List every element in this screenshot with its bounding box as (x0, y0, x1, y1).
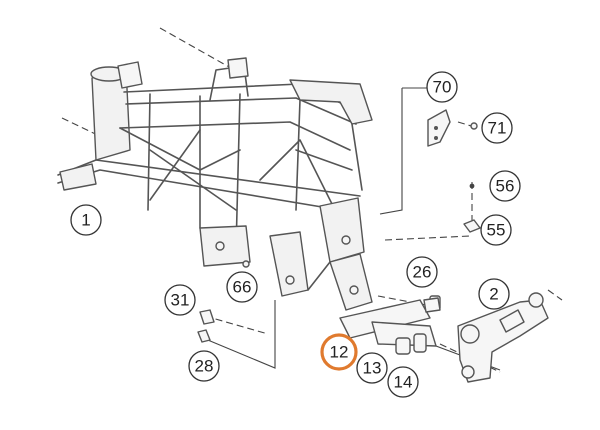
callout-71: 71 (481, 112, 513, 144)
svg-text:71: 71 (488, 119, 507, 138)
callout-55: 55 (480, 214, 512, 246)
side-bracket (457, 289, 563, 383)
svg-text:31: 31 (171, 291, 190, 310)
callout-1: 1 (70, 204, 102, 236)
svg-text:56: 56 (496, 177, 515, 196)
leader-top (159, 27, 239, 73)
callout-66: 66 (226, 271, 258, 303)
leader-55 (384, 235, 471, 241)
callout-28: 28 (188, 350, 220, 382)
leader-31 (204, 315, 269, 335)
svg-text:2: 2 (489, 285, 498, 304)
svg-text:70: 70 (433, 78, 452, 97)
svg-text:1: 1 (81, 211, 90, 230)
callout-56: 56 (489, 170, 521, 202)
callout-14: 14 (387, 366, 419, 398)
leader-70 (379, 87, 440, 215)
svg-text:14: 14 (394, 373, 413, 392)
main-frame (57, 57, 373, 311)
callout-2: 2 (478, 278, 510, 310)
svg-text:12: 12 (330, 343, 349, 362)
svg-text:13: 13 (363, 359, 382, 378)
callout-13: 13 (356, 352, 388, 384)
callouts: 70 71 56 55 1 26 66 2 31 12 13 (70, 71, 521, 398)
svg-text:55: 55 (487, 221, 506, 240)
svg-text:66: 66 (233, 278, 252, 297)
leader-28 (202, 300, 276, 369)
svg-text:26: 26 (413, 263, 432, 282)
callout-26: 26 (406, 256, 438, 288)
svg-text:28: 28 (195, 357, 214, 376)
callout-31: 31 (164, 284, 196, 316)
callout-12-highlighted: 12 (320, 333, 358, 371)
callout-70: 70 (426, 71, 458, 103)
hardware (197, 109, 481, 343)
